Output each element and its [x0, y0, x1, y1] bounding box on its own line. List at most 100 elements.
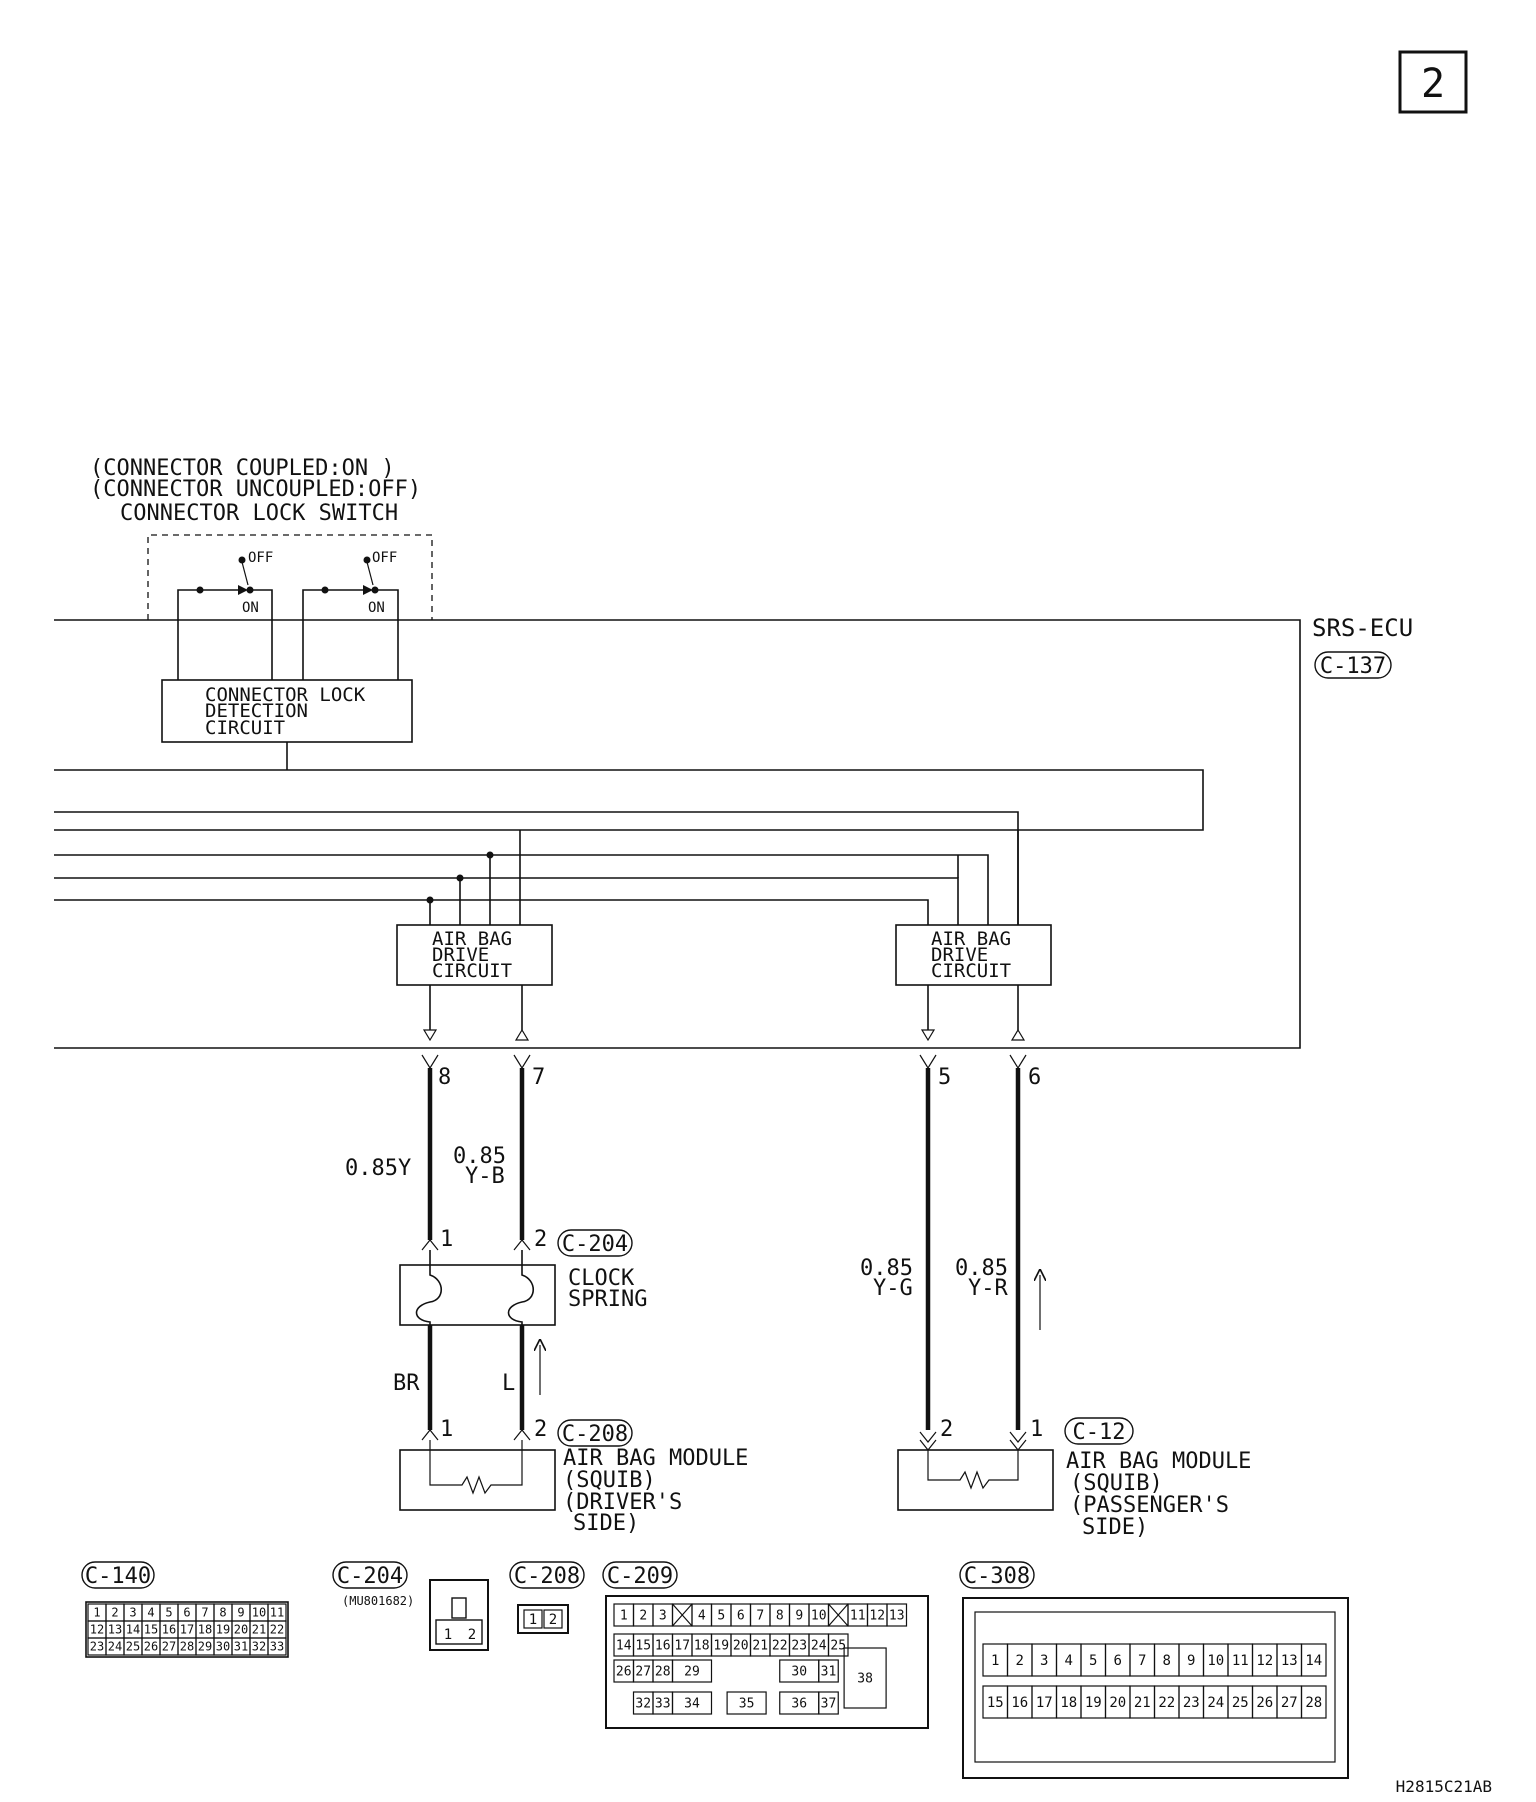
- c209-pin: 28: [655, 1665, 671, 1680]
- c140-pin: 1: [93, 1606, 100, 1620]
- c140-frame: [85, 1601, 289, 1658]
- c308-pin: 21: [1134, 1695, 1151, 1711]
- drive-circuit-driver: [396, 924, 553, 986]
- c308-pin: 8: [1163, 1653, 1171, 1669]
- passenger-squib: [927, 1450, 1019, 1490]
- lock-switch-note-1: (CONNECTOR COUPLED:ON ): [90, 456, 395, 481]
- passenger-module-box: [897, 1449, 1054, 1511]
- c209-pin: 26: [616, 1665, 632, 1680]
- c204-label-frame: [332, 1561, 408, 1589]
- clock-spring-connector-frame: [557, 1229, 633, 1257]
- c209-pin: 9: [795, 1609, 803, 1624]
- c140-pin: 21: [252, 1623, 266, 1637]
- drive-circuit-driver-line2: DRIVE: [432, 944, 489, 966]
- c209-pin: 35: [739, 1697, 755, 1712]
- c209-cell: [671, 1691, 713, 1715]
- c209-pin: 30: [791, 1665, 807, 1680]
- c140-pin: 12: [90, 1623, 104, 1637]
- c209-pin: 32: [635, 1697, 651, 1712]
- c208-label-frame: [509, 1561, 585, 1589]
- c308-pin: 11: [1232, 1653, 1249, 1669]
- c140-label: C-140: [85, 1564, 151, 1589]
- c308-cell: [1300, 1643, 1327, 1677]
- c209-pin: 5: [717, 1609, 725, 1624]
- c140-pin: 27: [162, 1640, 176, 1654]
- c140-pin: 29: [198, 1640, 212, 1654]
- clock-spring-coil-2: [507, 1250, 535, 1325]
- c209-cell: [818, 1659, 839, 1683]
- c204-part-number: (MU801682): [342, 1594, 414, 1608]
- c308-pin: 23: [1183, 1695, 1200, 1711]
- c209-pin: 11: [850, 1609, 866, 1624]
- lock-switch-1-on: ON: [242, 600, 259, 616]
- c140-label-frame: [81, 1561, 155, 1589]
- c140-pin: 31: [234, 1640, 248, 1654]
- c209-pin: 4: [698, 1609, 706, 1624]
- passenger-module-line1: AIR BAG MODULE: [1066, 1449, 1251, 1474]
- c140-pin: 20: [234, 1623, 248, 1637]
- c140-pin: 3: [129, 1606, 136, 1620]
- c308-pin: 4: [1065, 1653, 1073, 1669]
- c209-pin: 27: [635, 1665, 651, 1680]
- wire-label-0-85-6: 0.85: [955, 1256, 1008, 1281]
- srs-ecu-connector: C-137: [1320, 654, 1386, 679]
- c209-pin: 12: [869, 1609, 885, 1624]
- c209-blank: [828, 1603, 849, 1627]
- c209-pin: 7: [756, 1609, 764, 1624]
- passenger-module-line3: (PASSENGER'S: [1070, 1493, 1229, 1518]
- lock-switch-2-off: OFF: [372, 550, 397, 566]
- c209-pin: 22: [772, 1639, 788, 1654]
- driver-module-connector-frame: [557, 1419, 633, 1447]
- c140-pin: 4: [147, 1606, 154, 1620]
- c140-pin: 19: [216, 1623, 230, 1637]
- c140-pin: 25: [126, 1640, 140, 1654]
- c209-cell: [671, 1659, 713, 1683]
- internal-bus: [54, 769, 1204, 925]
- c209-pin: 16: [655, 1639, 671, 1654]
- c308-pin: 28: [1305, 1695, 1322, 1711]
- figure-code: H2815C21AB: [1396, 1777, 1492, 1796]
- c308-pin: 10: [1207, 1653, 1224, 1669]
- c308-pin: 17: [1036, 1695, 1053, 1711]
- c209-pin: 37: [821, 1697, 837, 1712]
- c209-pin: 18: [694, 1639, 710, 1654]
- c204-body: [429, 1579, 489, 1651]
- clock-spring-pin-2: 2: [534, 1227, 547, 1252]
- c140-pin: 8: [219, 1606, 226, 1620]
- c204-label: C-204: [337, 1564, 403, 1589]
- c209-pin: 34: [684, 1697, 700, 1712]
- c209-pin: 6: [737, 1609, 745, 1624]
- c308-pin: 7: [1138, 1653, 1146, 1669]
- wire-label-y-g: Y-G: [873, 1276, 913, 1301]
- c140-pin: 30: [216, 1640, 230, 1654]
- lock-switch-2-on: ON: [368, 600, 385, 616]
- c140-pin: 10: [252, 1606, 266, 1620]
- c209-label-frame: [602, 1561, 678, 1589]
- drive-circuit-passenger-line1: AIR BAG: [931, 928, 1011, 950]
- c308-pin: 14: [1305, 1653, 1322, 1669]
- c308-label: C-308: [964, 1564, 1030, 1589]
- wire-label-br: BR: [393, 1371, 420, 1396]
- c308-pin: 12: [1256, 1653, 1273, 1669]
- drive-circuit-driver-line3: CIRCUIT: [432, 960, 512, 982]
- srs-ecu-boundary: [54, 619, 1301, 1049]
- c140-pin: 2: [111, 1606, 118, 1620]
- driver-module-pin-1: 1: [440, 1417, 453, 1442]
- c140-pin: 6: [183, 1606, 190, 1620]
- c308-pin: 1: [991, 1653, 999, 1669]
- c140-pin: 33: [270, 1640, 284, 1654]
- lock-detection-line2: DETECTION: [205, 700, 308, 722]
- c308-pin: 15: [987, 1695, 1004, 1711]
- c308-pin: 5: [1089, 1653, 1097, 1669]
- clock-spring-coil-1: [415, 1250, 443, 1325]
- c209-pin: 38: [857, 1672, 873, 1687]
- c209-pin: 2: [639, 1609, 647, 1624]
- c308-pin: 22: [1158, 1695, 1175, 1711]
- c140-pin: 14: [126, 1623, 140, 1637]
- wire-label-0-85-7: 0.85: [453, 1144, 506, 1169]
- c140-pin: 26: [144, 1640, 158, 1654]
